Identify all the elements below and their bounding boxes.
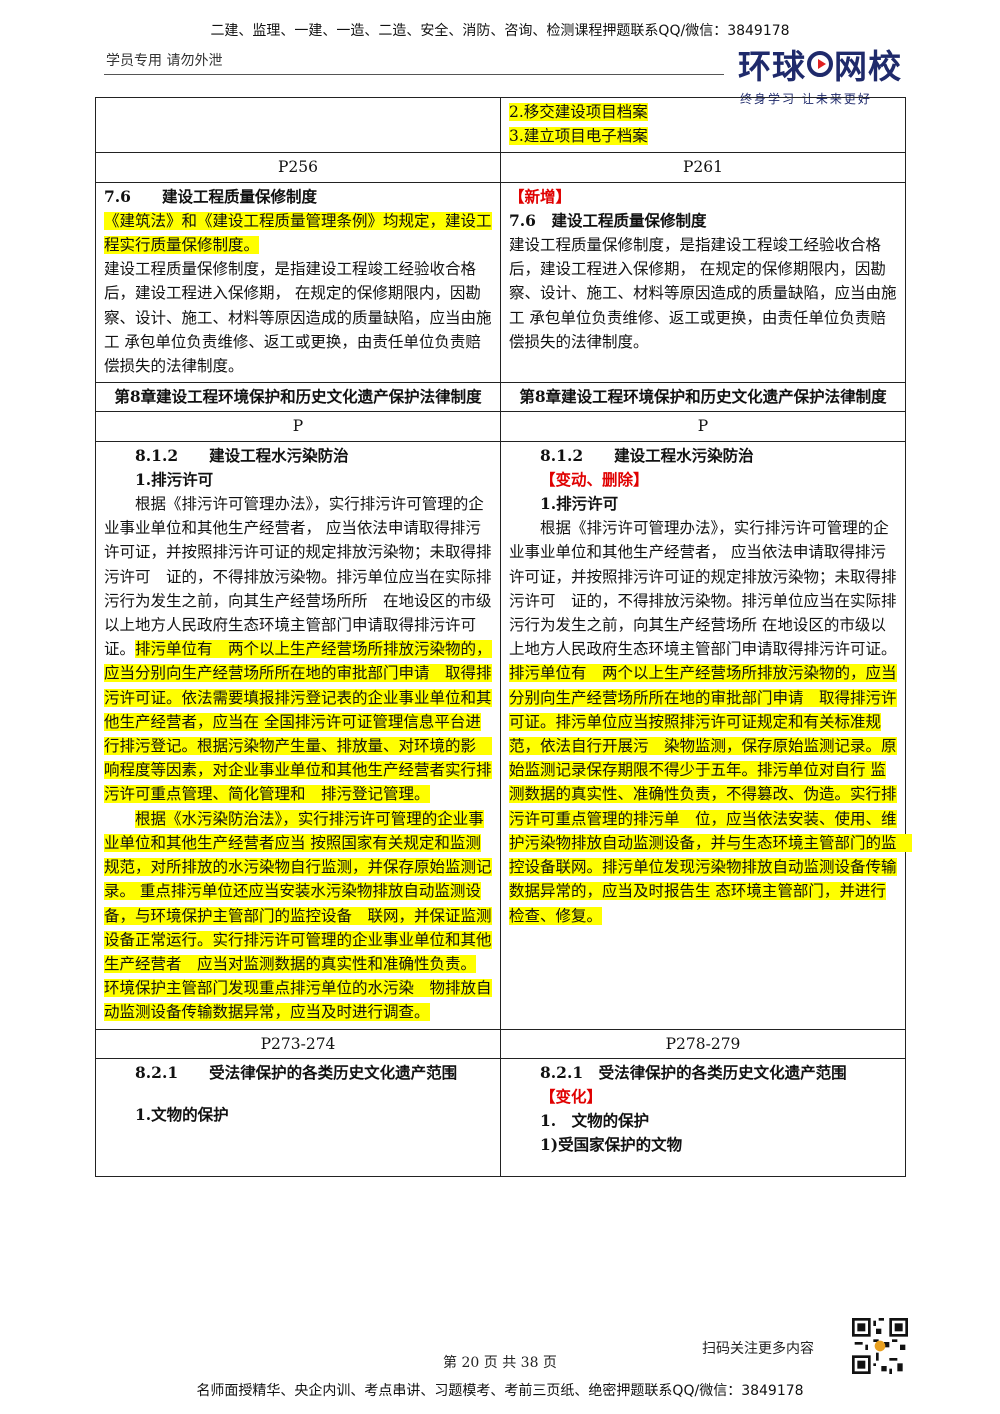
page-ref-old: P273-274 [95,1028,501,1059]
table-cell: 【新增】 7.6 建设工程质量保修制度 建设工程质量保修制度，是指建设工程竣工经… [500,181,906,384]
paragraph: 建设工程质量保修制度，是指建设工程竣工经验收合格后，建设工程进入保修期， 在规定… [104,260,492,376]
highlighted-text: 排污单位有 两个以上生产经营场所排放污染物的，应当分别向生产经营场所所在地的审批… [509,664,913,925]
table-cell: 8.2.1 受法律保护的各类历史文化遗产范围 【变化】 1. 文物的保护 1)受… [500,1057,906,1177]
qr-caption: 扫码关注更多内容 [702,1341,814,1357]
table-cell: 7.6 建设工程质量保修制度 《建筑法》和《建设工程质量管理条例》均规定，建设工… [95,181,501,384]
paragraph: 根据《排污许可管理办法》，实行排污许可管理的企业事业单位和其他生产经营者， 应当… [104,492,494,807]
section-title: 8.1.2 建设工程水污染防治 [540,445,754,465]
paragraph: 建设工程质量保修制度，是指建设工程竣工经验收合格后，建设工程进入保修期， 在规定… [509,236,897,351]
paragraph-text: 根据《排污许可管理办法》，实行排污许可管理的企业事业单位和其他生产经营者， 应当… [104,495,492,659]
highlighted-text: 《建筑法》和《建设工程质量管理条例》均规定，建设工程实行质量保修制度。 [104,211,492,255]
paragraph: 根据《水污染防治法》，实行排污许可管理的企业事业单位和其他生产经营者应当 按照国… [104,807,494,1025]
table-row: 8.1.2 建设工程水污染防治 1.排污许可 根据《排污许可管理办法》，实行排污… [95,440,913,1030]
table-row: 2.移交建设项目档案 3.建立项目电子档案 [95,96,906,154]
paragraph: 根据《排污许可管理办法》，实行排污许可管理的企业事业单位和其他生产经营者， 应当… [509,516,913,927]
logo-text-left: 环球 [738,47,806,86]
subsection-title: 1.排污许可 [135,469,214,489]
table-cell [95,96,501,154]
top-banner: 二建、监理、一建、一造、二造、安全、消防、咨询、检测课程押题联系QQ/微信：38… [210,23,790,39]
section-title: 7.6 建设工程质量保修制度 [104,186,317,206]
highlighted-text: 排污单位有 两个以上生产经营场所排放污染物的，应当分别向生产经营场所所在地的审批… [104,640,492,804]
confidential-note: 学员专用 请勿外泄 [106,53,223,69]
highlighted-text: 3.建立项目电子档案 [509,127,648,146]
play-icon [807,51,833,77]
page-ref-old: P256 [95,152,501,183]
page-number: 第 20 页 共 38 页 [443,1355,557,1371]
change-tag: 【变化】 [540,1086,603,1106]
section-title: 8.2.1 受法律保护的各类历史文化遗产范围 [135,1062,458,1082]
page-ref-new: P261 [500,152,906,183]
subsection-title: 1.文物的保护 [135,1104,229,1124]
subsection-title: 1. 文物的保护 [540,1111,650,1131]
table-row: P P [95,411,906,442]
change-tag: 【新增】 [509,186,572,206]
table-row: 8.2.1 受法律保护的各类历史文化遗产范围 1.文物的保护 8.2.1 受法律… [95,1057,906,1177]
chapter-title: 第8章建设工程环境保护和历史文化遗产保护法律制度 [95,382,501,413]
section-title: 8.2.1 受法律保护的各类历史文化遗产范围 [540,1062,847,1082]
table-cell: 8.1.2 建设工程水污染防治 1.排污许可 根据《排污许可管理办法》，实行排污… [95,440,501,1030]
table-row: P273-274 P278-279 [95,1028,906,1059]
table-row: P256 P261 [95,152,906,183]
section-title: 7.6 建设工程质量保修制度 [509,210,707,230]
table-cell: 2.移交建设项目档案 3.建立项目电子档案 [500,96,906,154]
chapter-title: 第8章建设工程环境保护和历史文化遗产保护法律制度 [500,382,906,413]
table-cell: 8.2.1 受法律保护的各类历史文化遗产范围 1.文物的保护 [95,1057,501,1177]
bottom-banner: 名师面授精华、央企内训、考点串讲、习题模考、考前三页纸、绝密押题联系QQ/微信：… [196,1383,804,1399]
paragraph-text: 根据《排污许可管理办法》，实行排污许可管理的企业事业单位和其他生产经营者， 应当… [509,519,897,659]
page-ref-new: P278-279 [500,1028,906,1059]
logo-text-right: 网校 [834,47,902,86]
change-tag: 【变动、删除】 [540,469,649,489]
table-row: 7.6 建设工程质量保修制度 《建筑法》和《建设工程质量管理条例》均规定，建设工… [95,181,906,384]
header-rule [104,74,724,75]
section-title: 8.1.2 建设工程水污染防治 [135,445,349,465]
subsection-title: 1)受国家保护的文物 [540,1135,683,1155]
qr-code-icon[interactable] [852,1318,908,1374]
highlighted-text: 根据《水污染防治法》，实行排污许可管理的企业事业单位和其他生产经营者应当 按照国… [104,809,492,1022]
table-row: 第8章建设工程环境保护和历史文化遗产保护法律制度 第8章建设工程环境保护和历史文… [95,382,906,413]
page-ref-old: P [95,411,501,442]
table-cell: 8.1.2 建设工程水污染防治 【变动、删除】 1.排污许可 根据《排污许可管理… [500,440,913,1030]
comparison-table: 2.移交建设项目档案 3.建立项目电子档案 P256 P261 7.6 建设工程… [95,96,913,1177]
subsection-title: 1.排污许可 [540,494,619,514]
highlighted-text: 2.移交建设项目档案 [509,103,648,121]
page-ref-new: P [500,411,906,442]
